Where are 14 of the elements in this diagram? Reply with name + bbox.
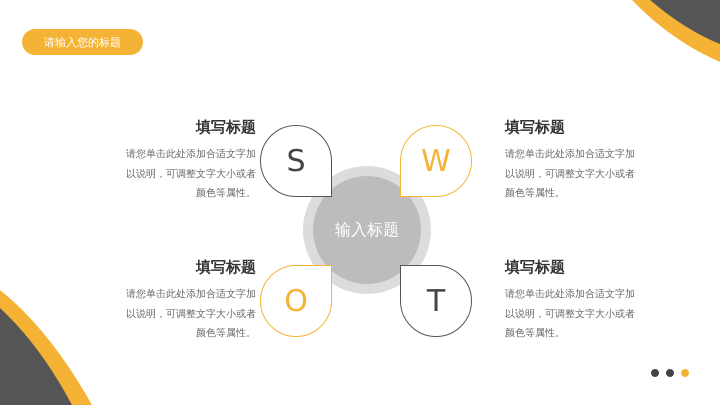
center-title: 输入标题 — [335, 220, 399, 240]
section-description: 请您单击此处添加合适文字加以说明，可调整文字大小或者颜色等属性。 — [126, 288, 256, 341]
section-heading: 填写标题 — [194, 118, 256, 137]
swot-letter-petal: W — [400, 125, 472, 197]
section-description: 请您单击此处添加合适文字加以说明，可调整文字大小或者颜色等属性。 — [126, 148, 256, 201]
swot-letter-petal: S — [260, 125, 332, 197]
swot-letter-petal: T — [400, 265, 472, 337]
title-tag: 请输入您的标题 — [22, 29, 143, 55]
section-heading: 填写标题 — [194, 258, 256, 277]
section-heading: 填写标题 — [505, 118, 566, 137]
section-description: 请您单击此处添加合适文字加以说明，可调整文字大小或者颜色等属性。 — [505, 288, 635, 341]
swot-letter-petal: O — [260, 265, 332, 337]
section-description: 请您单击此处添加合适文字加以说明，可调整文字大小或者颜色等属性。 — [505, 148, 635, 201]
section-heading: 填写标题 — [505, 258, 566, 277]
